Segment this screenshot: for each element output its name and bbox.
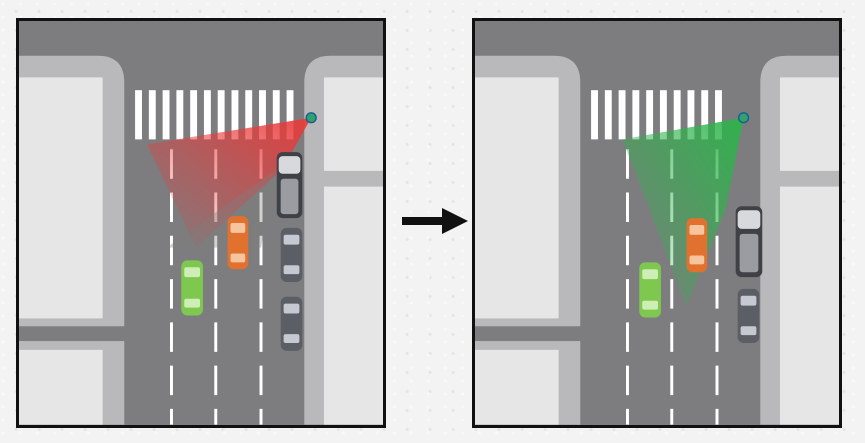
building-block-right-top	[323, 77, 383, 171]
car-orange	[227, 216, 249, 270]
truck-moved	[735, 206, 763, 278]
crosswalk	[591, 90, 722, 140]
sensor-cone-clear	[622, 117, 744, 307]
scene-panel-blocked	[16, 18, 386, 428]
sensor-dot	[737, 112, 750, 124]
right-arrow-icon	[402, 208, 468, 234]
car-gray-mid	[280, 227, 303, 283]
building-block-top-left	[19, 77, 103, 319]
crosswalk	[135, 90, 294, 140]
sensor-shadow	[166, 168, 277, 248]
sensor-dot	[305, 112, 317, 124]
building-block-right-top	[779, 77, 839, 171]
intersection-scene-right	[475, 21, 839, 425]
intersection-scene-left	[19, 21, 383, 425]
sensor-cone-blocked	[146, 117, 312, 248]
building-block-right-bottom	[323, 186, 383, 425]
building-block-bottom-left	[19, 349, 103, 425]
building-block-bottom-left	[475, 349, 559, 425]
truck-blocking-view	[276, 152, 303, 219]
car-green	[639, 262, 661, 318]
scene-panel-clear	[472, 18, 842, 428]
building-block-top-left	[475, 77, 559, 319]
car-gray-bottom	[737, 288, 760, 344]
car-green	[181, 260, 203, 316]
building-block-right-bottom	[779, 186, 839, 425]
car-gray-bottom	[280, 296, 303, 351]
car-orange	[686, 218, 708, 273]
